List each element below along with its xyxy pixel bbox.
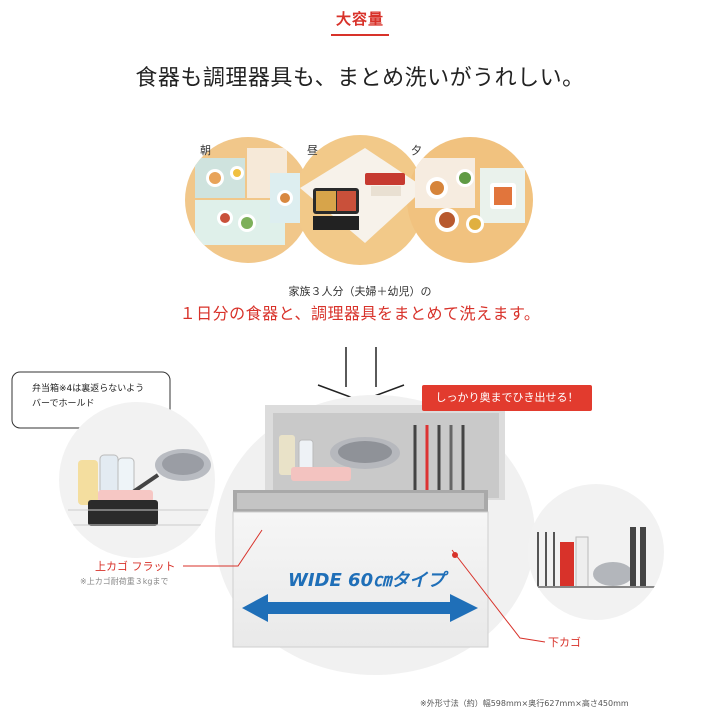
meal-label-evening: 夕 bbox=[411, 144, 422, 157]
lower-basket-image bbox=[528, 484, 664, 620]
meal-circles-image bbox=[185, 135, 533, 265]
badge-underline bbox=[331, 34, 389, 36]
pull-out-callout: しっかり奥までひき出せる！ bbox=[422, 385, 592, 411]
upper-basket-note: ※上カゴ耐荷重３kgまで bbox=[80, 577, 169, 586]
meal-illustrations bbox=[185, 128, 535, 273]
meal-label-noon: 昼 bbox=[307, 144, 318, 157]
upper-basket-image bbox=[59, 402, 215, 558]
lower-basket-label: 下カゴ bbox=[548, 636, 581, 649]
bubble-line-2: バーでホールド bbox=[32, 399, 95, 409]
bubble-line-1: 弁当箱※4は裏返らないよう bbox=[32, 384, 145, 394]
upper-basket-label: 上カゴ フラット bbox=[95, 560, 176, 573]
wide-60cm-label: WIDE 60㎝タイプ bbox=[288, 570, 446, 591]
dimensions-footnote: ※外形寸法（約）幅598mm×奥行627mm×高さ450mm bbox=[420, 699, 629, 708]
family-size-note: 家族３人分（夫婦＋幼児）の bbox=[288, 285, 432, 298]
section-badge: 大容量 bbox=[335, 10, 384, 28]
page-headline: 食器も調理器具も、まとめ洗いがうれしい。 bbox=[135, 66, 585, 91]
width-arrow-icon bbox=[242, 594, 478, 622]
tagline: １日分の食器と、調理器具をまとめて洗えます。 bbox=[179, 304, 541, 323]
meal-label-morning: 朝 bbox=[200, 144, 211, 157]
